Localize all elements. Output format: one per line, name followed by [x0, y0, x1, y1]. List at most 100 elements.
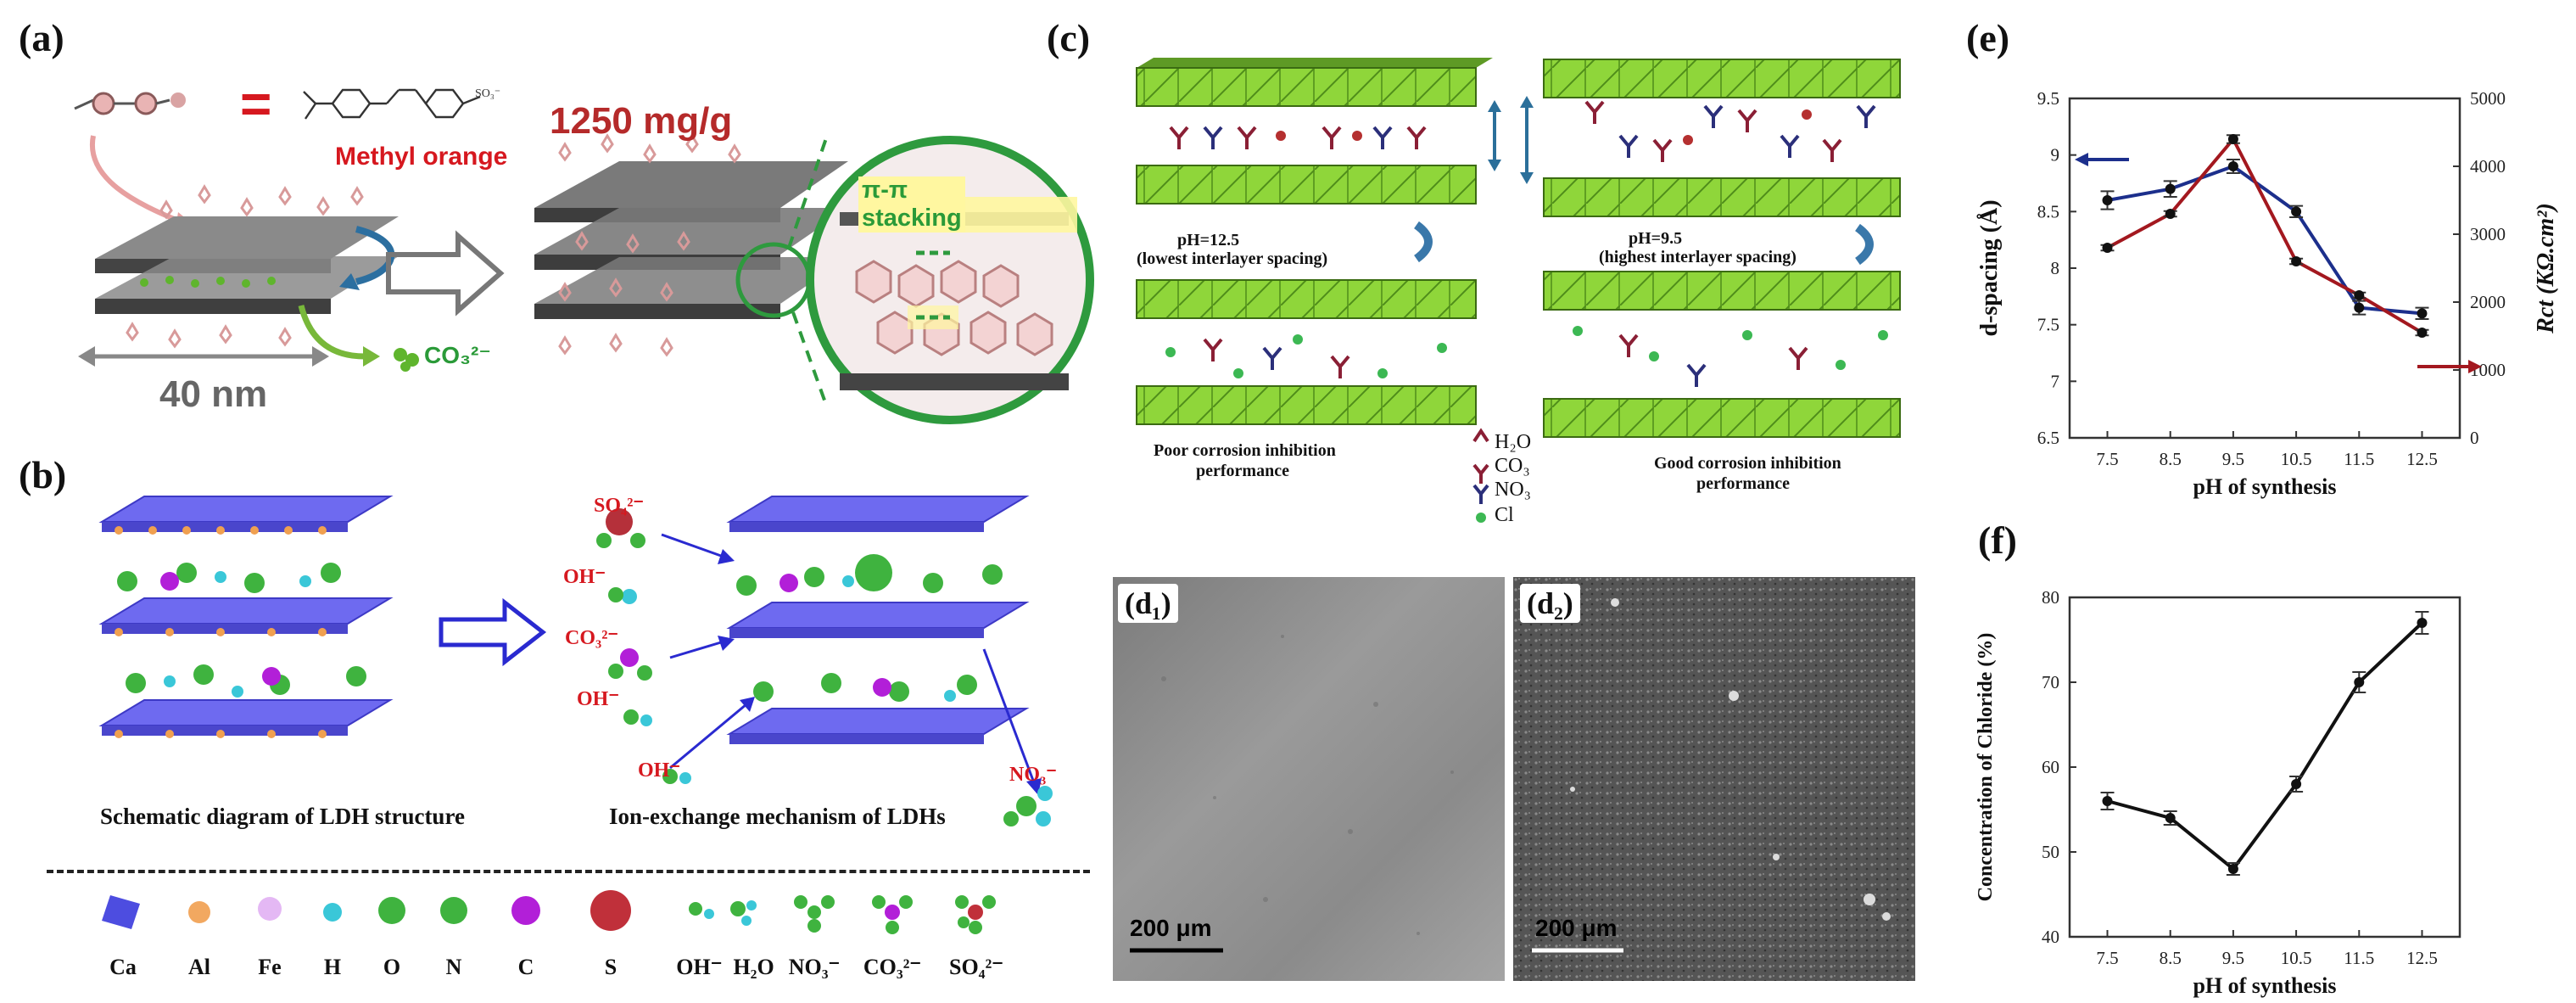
y-tick-label: 9 — [2051, 145, 2060, 165]
adsorbed-dye-glyphs-right — [558, 133, 741, 357]
legend-h: H — [323, 955, 342, 979]
fe-icon — [258, 897, 282, 921]
data-point — [2227, 134, 2238, 144]
panel-b-figure — [98, 496, 1053, 826]
sulfonate-label: SO₃⁻ — [475, 87, 500, 100]
legend-n: N — [445, 955, 462, 979]
sem-d1-texture — [1130, 635, 1454, 953]
carbonate-dots — [140, 276, 276, 288]
y-axis-label: d-spacing (Å) — [1976, 199, 2003, 336]
data-point — [2417, 328, 2428, 338]
legend-no3: NO₃⁻ — [788, 955, 841, 979]
co3-icon — [872, 895, 913, 934]
caption-ldh-structure: Schematic diagram of LDH structure — [100, 804, 465, 829]
hydroxide-ion-label-3: OH⁻ — [638, 759, 681, 782]
ldh-sheets-left — [95, 216, 399, 314]
legend-so4: SO₄²⁻ — [949, 955, 1003, 979]
panel-f-label: (f) — [1978, 518, 2017, 562]
size-label: 40 nm — [159, 373, 268, 415]
o-icon — [378, 897, 405, 924]
x-tick-label: 7.5 — [2096, 948, 2118, 968]
data-point — [2354, 677, 2365, 687]
data-point — [2227, 864, 2238, 874]
right-axis-indicator-head — [2468, 360, 2482, 373]
sem-d2-texture — [1513, 577, 1915, 981]
dye-molecule-icon — [74, 92, 186, 115]
dye-name: Methyl orange — [335, 143, 508, 171]
data-point — [2165, 209, 2176, 219]
h-icon — [323, 903, 342, 922]
transform-arrow — [439, 597, 547, 667]
series-line-0 — [2106, 621, 2423, 871]
panel-c-legend-icons — [1472, 428, 1489, 523]
data-point — [2102, 243, 2113, 253]
legend-no3-c: NO₃ — [1495, 479, 1532, 501]
hydroxide-ion-label-2: OH⁻ — [577, 688, 620, 710]
y2-tick-label: 1000 — [2470, 360, 2506, 380]
y2-tick-label: 4000 — [2470, 156, 2506, 177]
nitrate-ion-label: NO₃⁻ — [1009, 764, 1057, 786]
legend-divider — [47, 870, 1090, 873]
al-icon — [188, 901, 210, 923]
y2-tick-label: 2000 — [2470, 292, 2506, 312]
data-point — [2417, 618, 2428, 628]
series-line-1 — [2106, 136, 2423, 334]
magnified-stacking — [806, 136, 1094, 424]
adsorbed-dye-glyphs — [126, 184, 364, 349]
x-tick-label: 10.5 — [2281, 449, 2312, 469]
x-tick-label: 11.5 — [2344, 449, 2374, 469]
panel-d2-label: (d₂) — [1520, 584, 1580, 623]
data-point — [2227, 161, 2238, 171]
data-point — [2165, 183, 2176, 194]
curved-arrow-right — [1854, 223, 1874, 266]
y-tick-label: 8.5 — [2037, 201, 2059, 221]
carbonate-ion-label: CO₃²⁻ — [565, 627, 619, 649]
panel-a-label: (a) — [19, 16, 64, 59]
ph-left-note: (lowest interlayer spacing) — [1137, 249, 1328, 268]
carbonate-label: CO₃²⁻ — [424, 342, 492, 368]
released-carbonate-icon — [394, 348, 419, 372]
ph-right-note: (highest interlayer spacing) — [1599, 248, 1796, 266]
ldh-sheets-right — [534, 161, 848, 319]
panel-b: (b) — [0, 445, 1103, 1003]
data-point — [2291, 779, 2302, 789]
x-tick-label: 11.5 — [2344, 948, 2374, 968]
legend-o: O — [383, 955, 401, 979]
scale-text-d2: 200 μm — [1535, 915, 1618, 941]
equals-sign: = — [240, 73, 272, 134]
ph-left-label: pH=12.5 — [1177, 231, 1240, 249]
data-point — [2354, 290, 2365, 300]
y-tick-label: 7 — [2051, 371, 2060, 391]
exchange-arrows — [661, 533, 1042, 795]
y2-tick-label: 5000 — [2470, 88, 2506, 109]
x-tick-label: 9.5 — [2222, 948, 2244, 968]
sulfate-ion-label: SO₄²⁻ — [594, 495, 645, 517]
plot-frame — [2068, 97, 2461, 440]
legend-ca: Ca — [109, 955, 137, 979]
sem-image-d2: (d₂) 200 μm — [1513, 577, 1915, 981]
y-tick-label: 6.5 — [2037, 428, 2059, 448]
panel-c-figure — [1136, 58, 1901, 523]
ldh-structure-right — [726, 496, 1030, 744]
y2-tick-label: 3000 — [2470, 224, 2506, 244]
interlayer-molecules — [1169, 100, 1876, 387]
data-point — [2354, 302, 2365, 313]
no3-icon — [794, 895, 835, 933]
scale-text-d1: 200 μm — [1130, 915, 1212, 941]
y-tick-label: 9.5 — [2037, 88, 2059, 109]
ldh-structure-left — [98, 496, 394, 738]
x-tick-label: 7.5 — [2096, 449, 2118, 469]
legend-co3: CO₃²⁻ — [863, 955, 922, 979]
plot-frame — [2068, 596, 2461, 939]
x-tick-label: 12.5 — [2406, 449, 2438, 469]
data-point — [2291, 206, 2302, 217]
adsorption-capacity: 1250 mg/g — [550, 100, 733, 142]
chloride-dots — [1165, 326, 1888, 378]
x-tick-label: 9.5 — [2222, 449, 2244, 469]
slabs-right-low — [1543, 271, 1901, 438]
curved-arrow-left — [1413, 221, 1433, 263]
s-icon — [590, 890, 631, 931]
n-icon — [440, 897, 467, 924]
incoming-anions — [596, 508, 691, 784]
